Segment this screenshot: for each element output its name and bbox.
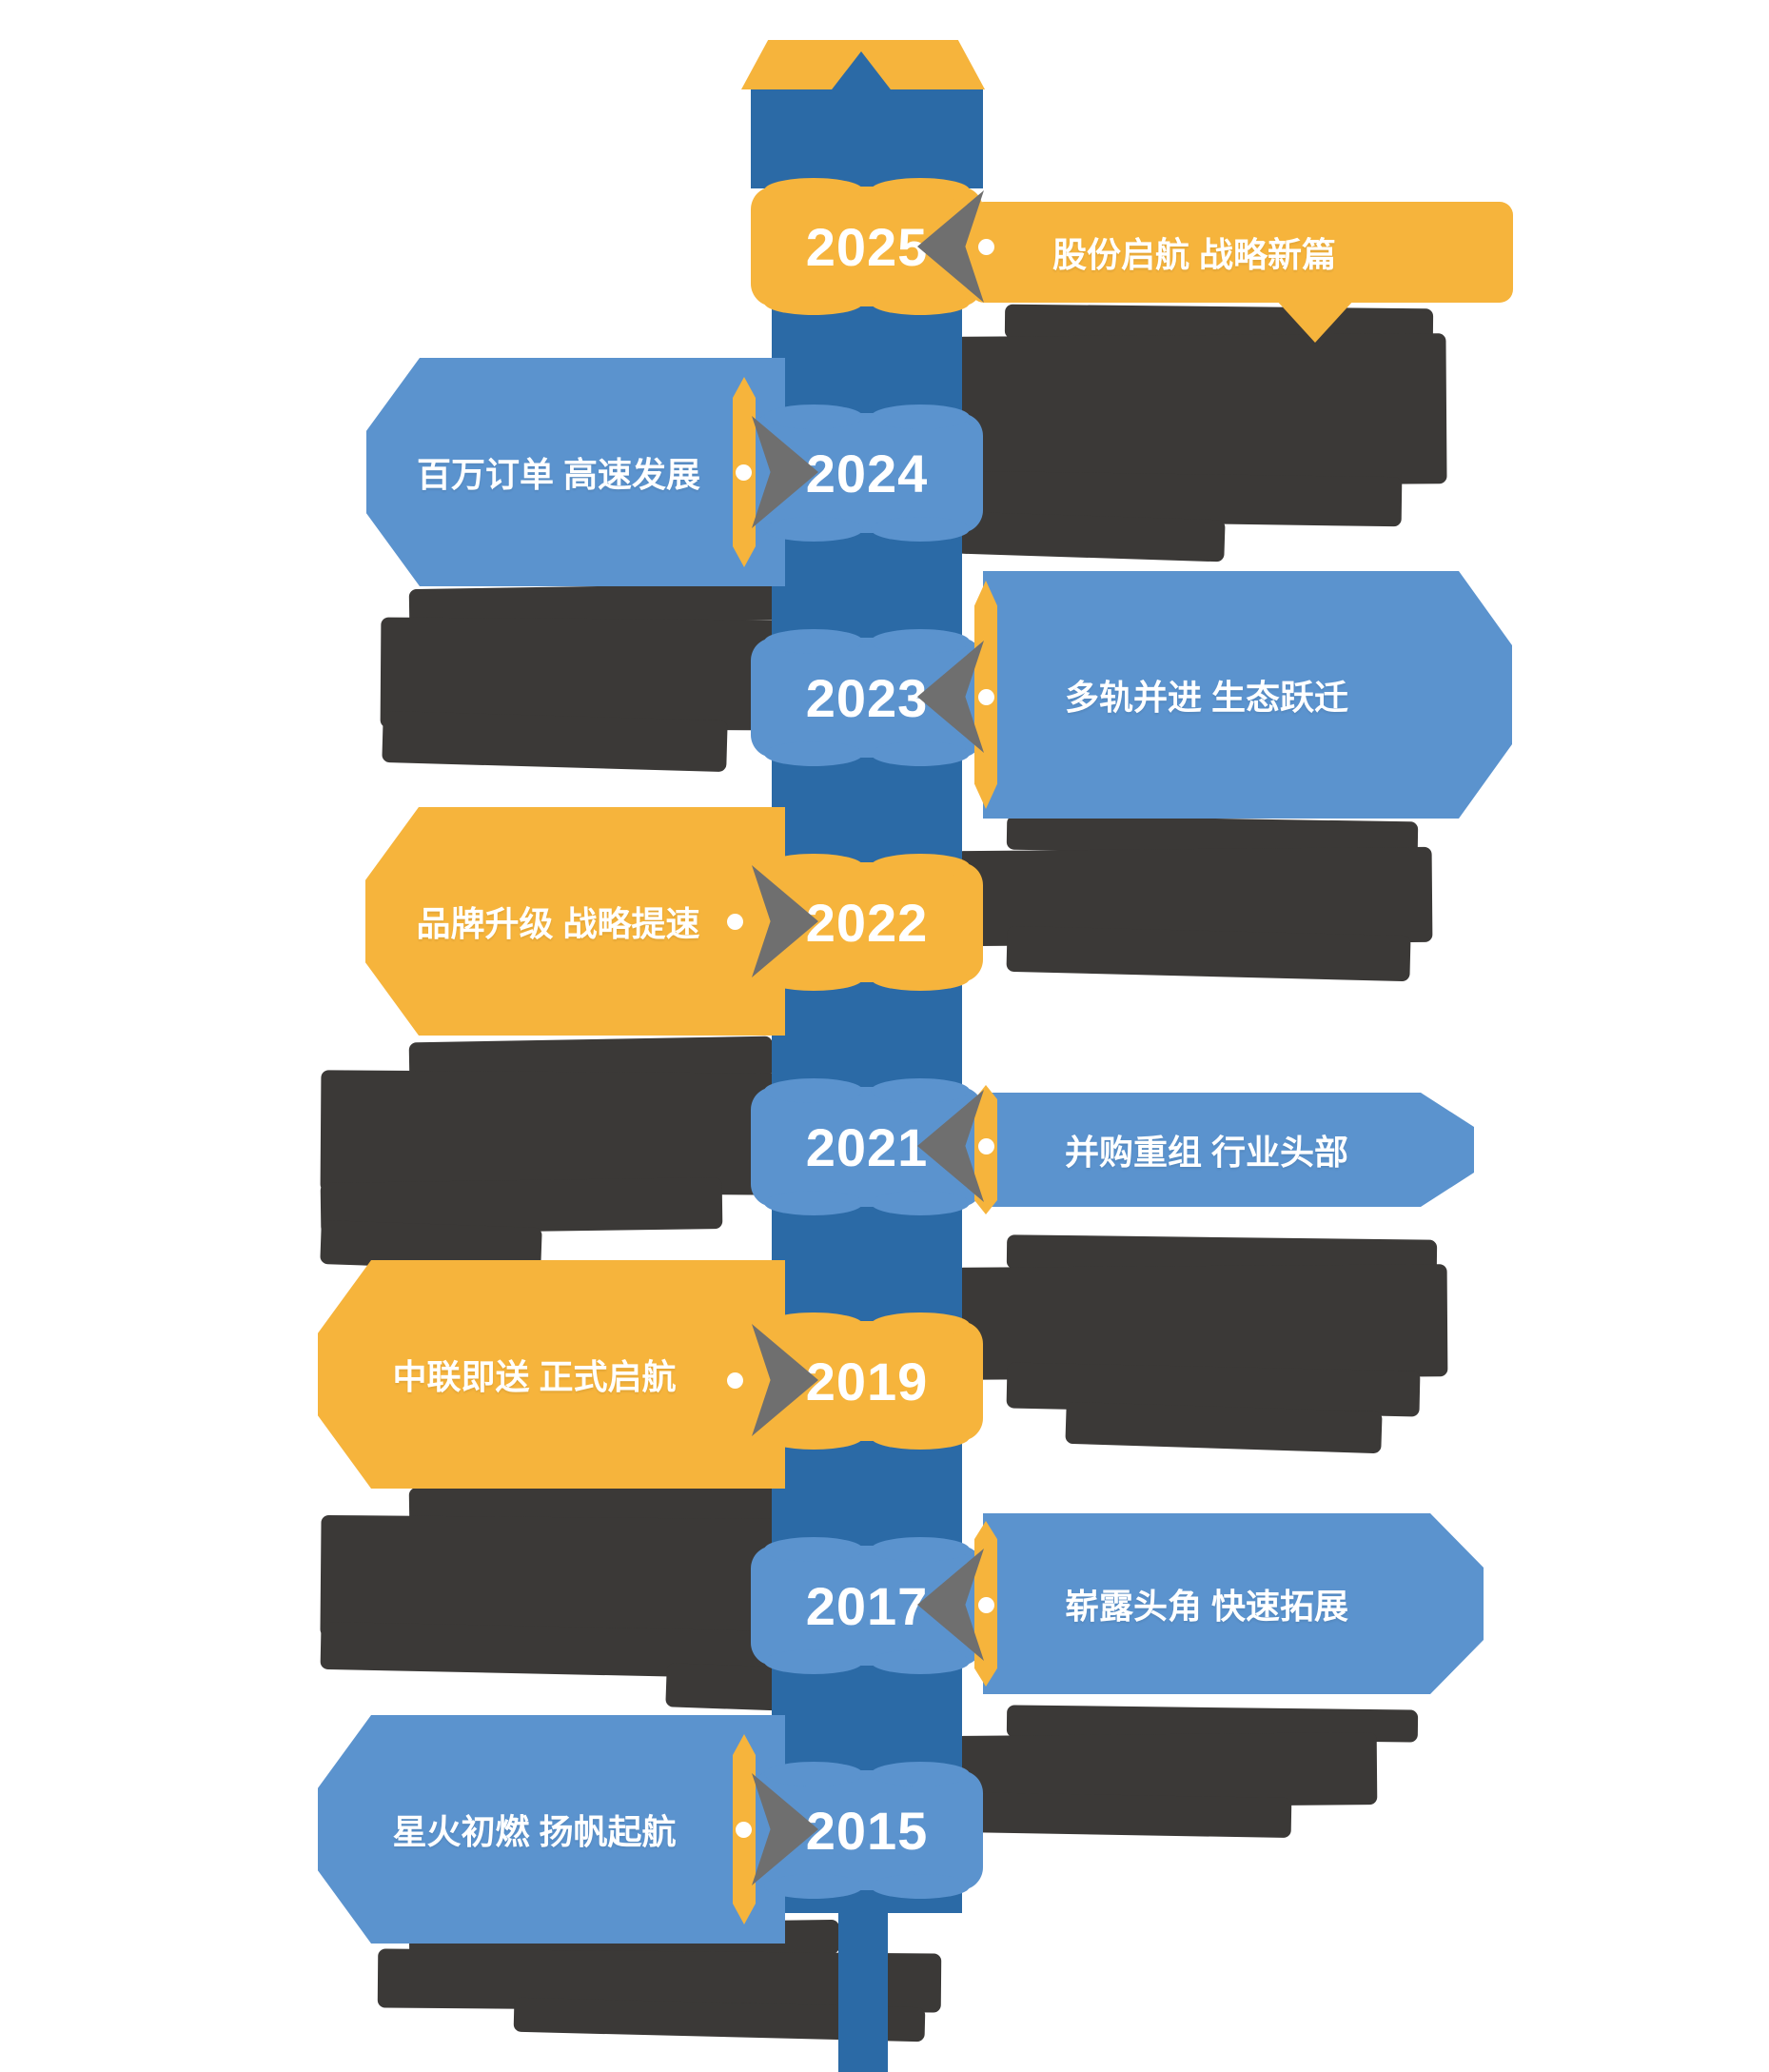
illegible-paragraph-block: [382, 710, 728, 773]
event-title: 崭露头角 快速拓展: [1065, 1587, 1349, 1626]
event-flag: 百万订单 高速发展: [366, 358, 785, 586]
illegible-paragraph-block: [1006, 925, 1411, 982]
year-label: 2021: [805, 1116, 929, 1177]
connector-dot-icon: [736, 464, 752, 481]
connector-dot-icon: [978, 689, 994, 705]
year-label: 2024: [805, 443, 929, 503]
connector-dot-icon: [736, 1822, 752, 1838]
event-title: 并购重组 行业头部: [1065, 1133, 1349, 1172]
event-flag: 品牌升级 战略提速: [365, 807, 785, 1036]
event-title: 品牌升级 战略提速: [416, 904, 700, 943]
connector-dot-icon: [727, 1372, 743, 1389]
event-title: 星火初燃 扬帆起航: [392, 1812, 677, 1851]
bottom-stem: [838, 1909, 888, 2072]
year-label: 2015: [805, 1800, 929, 1861]
connector-dot-icon: [727, 914, 743, 930]
event-title: 中联即送 正式启航: [392, 1357, 677, 1396]
event-flag: 并购重组 行业头部: [983, 1093, 1474, 1207]
event-flag: 股份启航 战略新篇: [971, 202, 1513, 303]
event-flag: 中联即送 正式启航: [318, 1260, 785, 1489]
year-node: 2015: [751, 1762, 983, 1890]
illegible-paragraph-block: [955, 511, 1226, 562]
illegible-paragraph-block: [1065, 1401, 1383, 1454]
illegible-paragraph-block: [320, 1514, 782, 1642]
year-label: 2022: [805, 892, 929, 953]
year-node: 2017: [751, 1537, 983, 1666]
connector-dot-icon: [978, 1597, 994, 1613]
year-node: 2023: [751, 629, 983, 758]
event-flag: 崭露头角 快速拓展: [983, 1513, 1484, 1694]
illegible-paragraph-block: [320, 1070, 782, 1195]
event-title: 百万订单 高速发展: [416, 455, 700, 494]
illegible-paragraph-block: [955, 333, 1447, 487]
year-label: 2025: [805, 216, 929, 277]
illegible-paragraph-block: [955, 1791, 1292, 1839]
year-label: 2019: [805, 1351, 929, 1411]
event-title: 股份启航 战略新篇: [1052, 235, 1337, 274]
top-banner-band: [751, 89, 983, 188]
connector-dot-icon: [978, 239, 994, 255]
year-label: 2023: [805, 667, 929, 728]
event-flag: 多轨并进 生态跃迁: [983, 571, 1512, 819]
event-title: 多轨并进 生态跃迁: [1065, 678, 1349, 717]
year-label: 2017: [805, 1575, 929, 1636]
event-flag: 星火初燃 扬帆起航: [318, 1715, 785, 1944]
connector-dot-icon: [978, 1138, 994, 1154]
